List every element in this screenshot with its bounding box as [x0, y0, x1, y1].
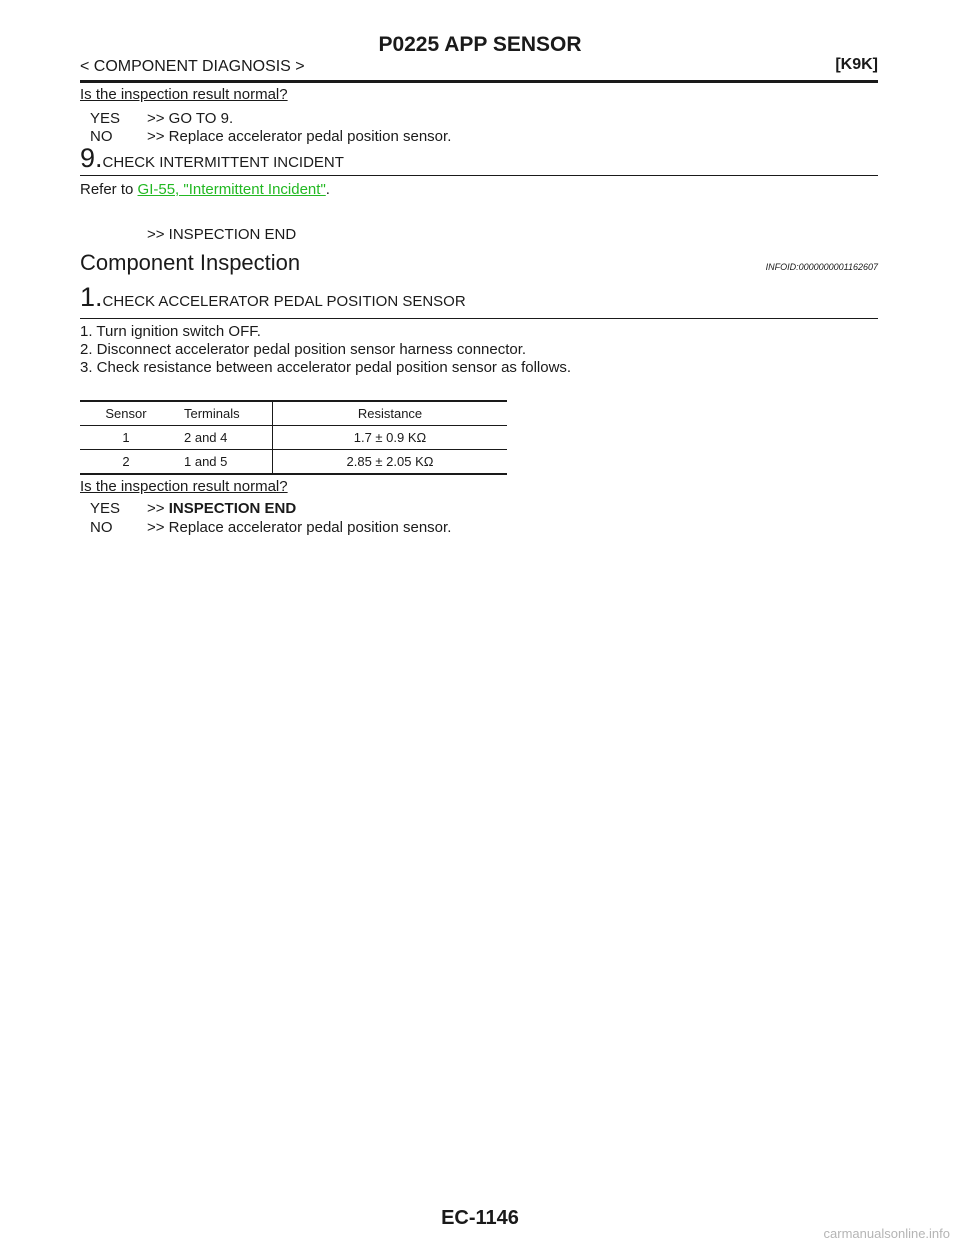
inspection-question: Is the inspection result normal?	[80, 478, 288, 495]
table-header-row: Sensor Terminals Resistance	[80, 400, 507, 426]
inspection-end-text: >> INSPECTION END	[147, 226, 297, 243]
page-title: P0225 APP SENSOR	[378, 33, 582, 56]
no-text: >> Replace accelerator pedal position se…	[147, 519, 452, 536]
page-number: EC-1146	[441, 1207, 519, 1229]
header-terminals: Terminals	[172, 400, 273, 426]
step-9-heading: 9.CHECK INTERMITTENT INCIDENT	[80, 143, 344, 174]
table-row: 1 2 and 4 1.7 ± 0.9 KΩ	[80, 425, 507, 450]
model-code: [K9K]	[835, 56, 878, 73]
gi-55-link[interactable]: GI-55, "Intermittent Incident"	[137, 181, 326, 198]
header-rule	[80, 80, 878, 83]
step-rule	[80, 318, 878, 319]
cell-terminals: 2 and 4	[172, 425, 273, 450]
cell-resistance: 1.7 ± 0.9 KΩ	[272, 425, 507, 450]
cell-resistance: 2.85 ± 2.05 KΩ	[272, 449, 507, 475]
yes-bold-text: INSPECTION END	[168, 500, 297, 517]
refer-line: Refer to GI-55, "Intermittent Incident".	[80, 181, 330, 198]
info-id: INFOID:0000000001162607	[765, 262, 878, 272]
yes-prefix: >>	[147, 500, 169, 517]
cell-sensor: 1	[80, 425, 172, 450]
step-number: 1.	[80, 282, 103, 312]
procedure-step: 3. Check resistance between accelerator …	[80, 359, 572, 376]
yes-text: >> GO TO 9.	[147, 110, 234, 127]
breadcrumb: < COMPONENT DIAGNOSIS >	[80, 58, 305, 75]
yes-text: >> INSPECTION END	[147, 500, 296, 517]
yes-key: YES	[90, 500, 121, 517]
procedure-step: 2. Disconnect accelerator pedal position…	[80, 341, 527, 358]
comp-step-1-heading: 1.CHECK ACCELERATOR PEDAL POSITION SENSO…	[80, 282, 466, 313]
step-rule	[80, 175, 878, 176]
no-key: NO	[90, 128, 113, 145]
step-title: CHECK ACCELERATOR PEDAL POSITION SENSOR	[102, 293, 466, 310]
watermark: carmanualsonline.info	[823, 1226, 950, 1241]
yes-key: YES	[90, 110, 121, 127]
resistance-table: Sensor Terminals Resistance 1 2 and 4 1.…	[80, 400, 507, 475]
header-resistance: Resistance	[272, 400, 507, 426]
refer-suffix: .	[325, 181, 330, 198]
no-key: NO	[90, 519, 113, 536]
step-number: 9.	[80, 143, 103, 173]
step-title: CHECK INTERMITTENT INCIDENT	[102, 154, 344, 171]
header-sensor: Sensor	[80, 400, 172, 426]
cell-sensor: 2	[80, 449, 172, 475]
cell-terminals: 1 and 5	[172, 449, 273, 475]
procedure-step: 1. Turn ignition switch OFF.	[80, 323, 261, 340]
refer-prefix: Refer to	[80, 181, 138, 198]
no-text: >> Replace accelerator pedal position se…	[147, 128, 452, 145]
inspection-question: Is the inspection result normal?	[80, 86, 288, 103]
section-title: Component Inspection	[80, 250, 301, 275]
table-row: 2 1 and 5 2.85 ± 2.05 KΩ	[80, 449, 507, 475]
